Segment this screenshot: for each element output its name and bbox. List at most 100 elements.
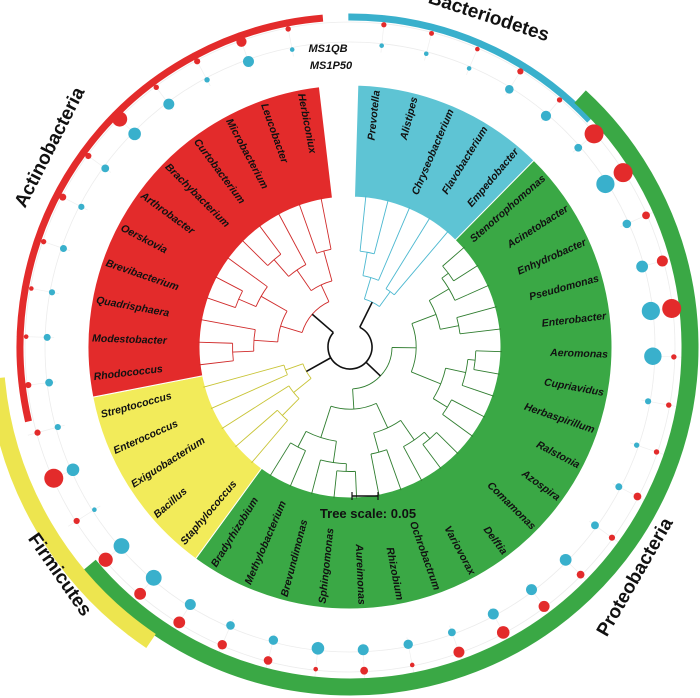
bubble-ms1qb <box>236 36 247 47</box>
tree-branch <box>461 384 475 391</box>
tree-branch <box>385 217 431 290</box>
tree-arc <box>422 432 437 445</box>
bubble-ms1qb <box>217 640 227 650</box>
tree-branch <box>320 284 330 302</box>
tree-branch <box>203 364 285 388</box>
tree-branch <box>281 398 300 416</box>
bubble-ms1p50 <box>311 641 325 655</box>
tree-branch <box>273 259 289 277</box>
bubble-ms1p50 <box>78 203 85 210</box>
bubble-ms1p50 <box>92 507 97 512</box>
bubble-ms1p50 <box>591 521 599 530</box>
tree-branch <box>352 388 355 410</box>
tree-branch <box>238 298 257 308</box>
tree-branch <box>241 239 269 266</box>
phylum-label-bacteriodetes: Bacteriodetes <box>426 0 552 46</box>
bubble-ms1qb <box>40 238 47 245</box>
bubble-ms1p50 <box>113 538 130 554</box>
tree-branch <box>473 369 500 375</box>
tree-branch <box>403 446 411 460</box>
bubble-ms1qb <box>73 517 80 525</box>
abundance-bubbles <box>23 22 682 675</box>
bubble-ms1p50 <box>505 84 514 94</box>
grid-ring-0 <box>44 41 656 653</box>
bubble-ms1qb <box>653 449 660 455</box>
tree-arc <box>330 402 377 410</box>
tree-branch <box>289 450 306 487</box>
outer-arc-firmicutes <box>0 377 156 649</box>
bubble-ms1qb <box>29 286 34 291</box>
bubble-ms1p50 <box>59 244 67 252</box>
tree-arc <box>316 248 332 254</box>
bubble-ms1p50 <box>447 628 456 637</box>
tree-branch <box>423 431 431 439</box>
bubble-ms1p50 <box>641 301 660 321</box>
tree-branch <box>467 284 490 296</box>
bubble-ms1p50 <box>101 164 110 173</box>
bubble-ms1p50 <box>163 98 175 110</box>
tree-branch <box>422 444 442 469</box>
tree-branch <box>453 264 479 282</box>
bubble-ms1qb <box>360 666 369 675</box>
tree-branch <box>459 328 501 335</box>
taxon-label: Aeromonas <box>549 347 608 361</box>
track-label-ms1p50: MS1P50 <box>310 60 353 72</box>
bubble-ms1p50 <box>184 599 196 611</box>
bubble-ms1p50 <box>526 584 538 596</box>
tree-scale-label: Tree scale: 0.05 <box>320 506 416 521</box>
bubble-ms1qb <box>23 334 29 339</box>
tree-branch <box>232 350 254 353</box>
bubble-ms1qb <box>44 468 64 488</box>
tree-branch <box>199 360 234 366</box>
tree-branch <box>210 374 288 409</box>
tree-arc <box>290 442 306 452</box>
tree-arc <box>301 301 330 333</box>
tree-branch <box>433 398 448 408</box>
bubble-ms1qb <box>381 22 387 28</box>
bubble-ms1p50 <box>596 174 615 194</box>
tree-branch <box>445 367 466 374</box>
wedge-actinobacteria <box>87 86 334 398</box>
bubble-ms1qb <box>517 68 524 75</box>
tree-branch <box>436 432 459 455</box>
tree-branch <box>389 207 411 254</box>
bubble-ms1p50 <box>43 333 51 341</box>
bubble-ms1p50 <box>48 289 56 296</box>
tree-branch <box>320 197 332 250</box>
tree-branch <box>475 350 502 353</box>
bubble-ms1qb <box>285 26 291 32</box>
bubble-ms1p50 <box>574 143 583 152</box>
bubble-ms1p50 <box>559 553 572 566</box>
bubble-ms1qb <box>613 163 633 183</box>
tree-branch <box>409 459 423 482</box>
tree-branch <box>378 252 391 281</box>
bubble-ms1p50 <box>622 219 632 229</box>
tree-branch <box>362 252 368 276</box>
tree-branch <box>373 199 389 254</box>
tree-branch <box>474 389 494 397</box>
tree-arc <box>253 329 256 352</box>
tree-arc <box>385 288 395 296</box>
bubble-ms1p50 <box>644 398 652 405</box>
bubble-ms1qb <box>556 97 563 103</box>
tree-arc <box>473 350 477 370</box>
tree-branches <box>198 195 502 499</box>
bubble-ms1p50 <box>379 43 384 48</box>
tree-branch <box>226 257 256 279</box>
tree-branch <box>235 409 278 448</box>
tree-branch <box>411 313 437 324</box>
tree-branch <box>285 363 304 371</box>
bubble-ms1qb <box>25 381 32 389</box>
outer-arc-bacteriodetes <box>348 13 593 123</box>
tree-branch <box>215 276 243 292</box>
tree-arc <box>442 399 452 415</box>
bubble-ms1qb <box>584 124 604 144</box>
bubble-ms1p50 <box>615 483 623 491</box>
bubble-ms1qb <box>671 354 677 360</box>
tree-branch <box>316 459 321 474</box>
tree-branch <box>253 339 278 343</box>
tree-branch <box>320 406 332 438</box>
tree-branch <box>386 449 402 491</box>
bubble-ms1p50 <box>128 127 141 141</box>
